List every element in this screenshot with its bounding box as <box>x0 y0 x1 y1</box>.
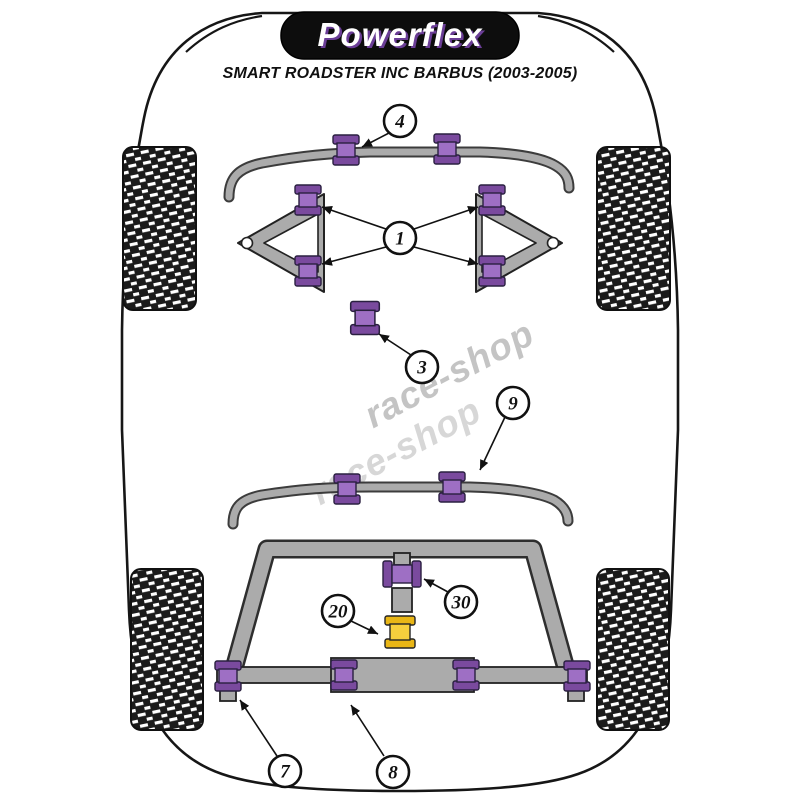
callout-arrow <box>350 704 385 757</box>
callout-circle <box>382 103 418 139</box>
callout-7: 7 <box>239 699 303 789</box>
mount-bracket-lower <box>391 587 413 613</box>
wishbone-bush-front-left <box>294 184 322 216</box>
a-pillar-line-right <box>537 14 615 53</box>
callout-9: 9 <box>479 385 531 471</box>
tire-rear-right <box>596 568 670 731</box>
mount-bracket-upper <box>393 552 411 566</box>
brand-logo-shadow: Powerflex <box>320 18 486 55</box>
callout-4: 4 <box>361 103 418 148</box>
callout-number: 7 <box>280 762 291 783</box>
rear-subframe <box>223 539 577 677</box>
callout-number: 3 <box>416 358 427 379</box>
callout-number: 20 <box>328 602 349 623</box>
callout-number: 9 <box>508 394 518 415</box>
beam-inner-bush-left <box>330 659 358 691</box>
callout-circle <box>404 349 440 385</box>
rear-anti-roll-bar <box>227 471 574 530</box>
wishbone-bush-rear-left <box>294 255 322 287</box>
callout-circle <box>382 220 418 256</box>
rear-arb-bush-left <box>333 473 361 505</box>
callout-circle <box>375 754 411 790</box>
callout-circle <box>443 584 479 620</box>
callout-3: 3 <box>378 333 440 385</box>
steering-rack-bush <box>349 300 381 336</box>
callout-arrow <box>423 578 449 593</box>
callout-circle <box>267 753 303 789</box>
callout-circle <box>495 385 531 421</box>
powerflex-logo-pill <box>280 11 520 60</box>
callout-arrow <box>239 699 278 757</box>
callout-layer: 4 1 3 9 30 20 7 8 <box>239 103 531 790</box>
rear-axle-beam <box>214 657 591 702</box>
model-title: SMART ROADSTER INC BARBUS (2003-2005) <box>223 65 578 82</box>
front-wishbone-right <box>475 184 563 293</box>
callout-1: 1 <box>321 205 479 266</box>
callout-arrow <box>361 132 390 148</box>
callout-arrow <box>479 416 506 471</box>
callout-30: 30 <box>423 578 479 620</box>
front-wishbone-left <box>237 184 325 293</box>
tire-rear-left <box>130 568 204 731</box>
callout-20: 20 <box>320 593 379 635</box>
tire-front-right <box>596 146 671 311</box>
brand-logo: Powerflex <box>318 16 484 53</box>
front-arb-bush-right <box>433 133 461 165</box>
rear-arb-bush-right <box>438 471 466 503</box>
subframe-mount-bush <box>382 560 422 588</box>
callout-arrow <box>413 205 479 230</box>
callout-number: 4 <box>394 112 405 133</box>
callout-number: 1 <box>395 229 405 250</box>
wishbone-bush-front-right <box>478 184 506 216</box>
callout-arrow <box>321 205 387 230</box>
callout-number: 8 <box>388 763 398 784</box>
beam-end-bush-right <box>563 660 591 692</box>
callout-8: 8 <box>350 704 411 790</box>
callout-arrow <box>413 246 479 266</box>
beam-end-bush-left <box>214 660 242 692</box>
wishbone-bush-rear-right <box>478 255 506 287</box>
header: Powerflex Powerflex SMART ROADSTER INC B… <box>223 11 578 82</box>
beam-inner-bush-right <box>452 659 480 691</box>
engine-mount-yellow <box>384 615 416 649</box>
front-anti-roll-bar <box>223 133 575 203</box>
front-arb-bush-left <box>332 134 360 166</box>
tire-front-left <box>122 146 197 311</box>
callout-arrow <box>378 333 412 356</box>
a-pillar-line-left <box>185 14 263 53</box>
callout-number: 30 <box>451 593 472 614</box>
callout-circle <box>320 593 356 629</box>
callout-arrow <box>350 620 379 635</box>
callout-arrow <box>321 246 387 266</box>
